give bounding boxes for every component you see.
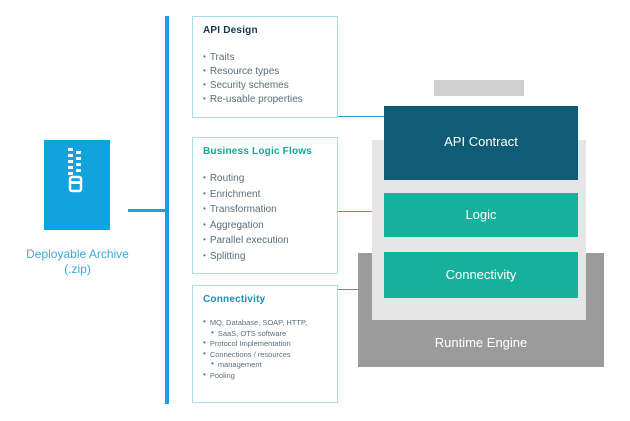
list-item: Splitting bbox=[203, 249, 327, 265]
zipper-icon bbox=[68, 148, 83, 193]
list-item: MQ, Database, SOAP, HTTP, bbox=[203, 317, 327, 328]
list-item: Protocol Implementation bbox=[203, 338, 327, 349]
list-item: Resource types bbox=[203, 64, 327, 78]
connectivity-box: Connectivity MQ, Database, SOAP, HTTP, S… bbox=[192, 285, 338, 403]
logic-label: Logic bbox=[465, 207, 497, 222]
archive-label: Deployable Archive bbox=[26, 247, 129, 261]
list-item: Transformation bbox=[203, 202, 327, 218]
vertical-bar bbox=[165, 16, 169, 404]
runtime-engine-label: Runtime Engine bbox=[434, 335, 528, 350]
api-design-box: API Design Traits Resource types Securit… bbox=[192, 16, 338, 118]
list-item: Aggregation bbox=[203, 218, 327, 234]
list-item: Connections / resources bbox=[203, 349, 327, 360]
list-item: Enrichment bbox=[203, 187, 327, 203]
list-item: Pooling bbox=[203, 370, 327, 381]
business-logic-box: Business Logic Flows Routing Enrichment … bbox=[192, 137, 338, 274]
logic-connector bbox=[338, 211, 384, 212]
list-item: Re-usable properties bbox=[203, 92, 327, 106]
list-item-continuation: management bbox=[203, 359, 327, 370]
api-design-title: API Design bbox=[203, 25, 258, 36]
list-item: Parallel execution bbox=[203, 233, 327, 249]
zip-archive-icon bbox=[44, 140, 110, 230]
api-connector bbox=[338, 116, 384, 117]
api-contract-layer: API Contract bbox=[384, 106, 578, 180]
archive-extension: (.zip) bbox=[64, 262, 91, 276]
archive-connector bbox=[128, 209, 167, 212]
list-item: Traits bbox=[203, 50, 327, 64]
logic-layer: Logic bbox=[384, 193, 578, 237]
list-item-continuation: SaaS, OTS software bbox=[203, 328, 327, 339]
list-item: Security schemes bbox=[203, 78, 327, 92]
list-item: Routing bbox=[203, 171, 327, 187]
business-logic-title: Business Logic Flows bbox=[203, 146, 313, 157]
top-cap bbox=[434, 80, 524, 96]
connectivity-title: Connectivity bbox=[203, 294, 266, 305]
connectivity-layer: Connectivity bbox=[384, 252, 578, 298]
api-contract-label: API Contract bbox=[444, 134, 518, 149]
connectivity-label: Connectivity bbox=[445, 267, 517, 282]
